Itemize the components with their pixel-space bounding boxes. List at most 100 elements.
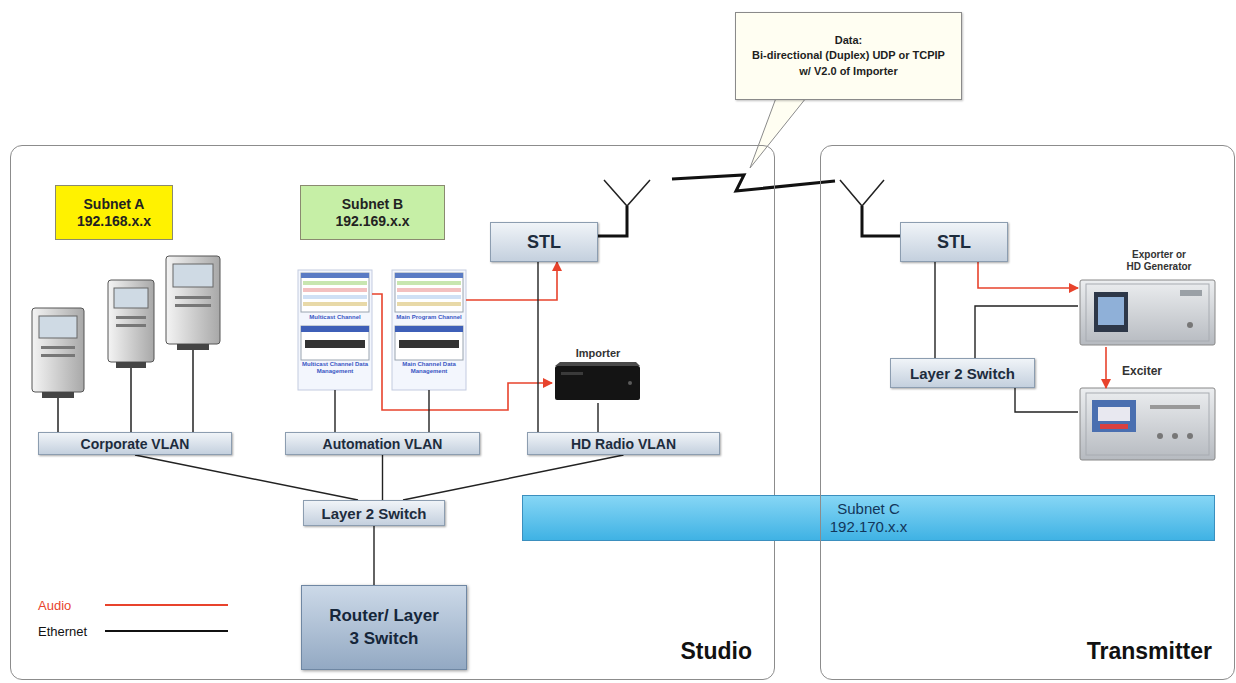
node-label: STL bbox=[527, 232, 561, 253]
ethernet-link bbox=[373, 526, 374, 585]
computer-screen bbox=[39, 316, 77, 338]
legend-label: Ethernet bbox=[38, 624, 104, 639]
screenshot-header bbox=[395, 326, 463, 332]
node-label: Exporter or HD Generator bbox=[1127, 249, 1192, 273]
transmitter-panel: TransmitterSTLExporter or HD GeneratorLa… bbox=[820, 145, 1235, 680]
computer-slot bbox=[41, 354, 75, 357]
node-label: Exciter bbox=[1122, 364, 1162, 378]
node-label: Multicast Channel Data Management bbox=[301, 361, 369, 375]
screenshot-header bbox=[301, 326, 369, 332]
studio-panel: Studio Subnet A192.168.x.x Subnet B192.169… bbox=[10, 145, 775, 680]
importer-device bbox=[555, 366, 640, 400]
computer-slot bbox=[116, 316, 146, 319]
device-screen bbox=[1094, 292, 1128, 332]
node-label: Main Channel Data Management bbox=[395, 361, 463, 375]
exciter-device bbox=[1080, 388, 1215, 460]
legend-row: Ethernet bbox=[38, 618, 230, 644]
node-label: Data: bbox=[835, 33, 863, 48]
screenshot-row bbox=[397, 281, 461, 285]
subnet-band: Subnet C192.170.x.x bbox=[522, 495, 1215, 541]
node-label: Automation VLAN bbox=[323, 436, 443, 452]
node-label: 192.170.x.x bbox=[830, 518, 908, 536]
screenshot-row bbox=[397, 302, 461, 306]
screen-frame bbox=[298, 270, 372, 390]
audio-link bbox=[466, 262, 557, 300]
ethernet-wire bbox=[57, 398, 59, 432]
importer-unit: Importer bbox=[552, 347, 644, 403]
computer-slot bbox=[116, 324, 146, 327]
node-label: Subnet A bbox=[84, 196, 145, 213]
node-label: HD Radio VLAN bbox=[571, 436, 676, 452]
ethernet-link bbox=[403, 455, 624, 500]
data-callout: Data:Bi-directional (Duplex) UDP or TCPI… bbox=[735, 12, 962, 100]
ethernet-wire bbox=[192, 350, 194, 432]
ethernet-link bbox=[428, 390, 429, 432]
ethernet-link bbox=[934, 262, 935, 358]
computer-slot bbox=[175, 296, 211, 299]
screenshot bbox=[395, 273, 463, 312]
device-screen bbox=[1100, 424, 1128, 429]
node-label: Multicast Channel bbox=[309, 314, 360, 321]
node-label: Studio bbox=[680, 638, 752, 665]
node-label: Main Program Channel bbox=[396, 314, 461, 321]
device-screen bbox=[1092, 400, 1136, 432]
ethernet-link bbox=[135, 455, 358, 500]
node-label: Layer 2 Switch bbox=[321, 505, 426, 522]
device-panel bbox=[1086, 393, 1209, 455]
computer-case bbox=[166, 256, 220, 344]
screenshot bbox=[301, 326, 369, 360]
screenshot-row bbox=[303, 295, 367, 299]
legend-label: Audio bbox=[38, 598, 104, 613]
stl-box: STL bbox=[900, 222, 1008, 262]
audio-link bbox=[1105, 347, 1107, 388]
computer-slot bbox=[175, 304, 211, 307]
node-label: Subnet B bbox=[342, 196, 403, 213]
device-screen bbox=[1098, 407, 1130, 421]
computer-screen bbox=[173, 264, 213, 287]
screenshot bbox=[301, 273, 369, 312]
automation-screen: Main Program ChannelMain Channel Data Ma… bbox=[392, 270, 466, 390]
audio-link bbox=[372, 294, 552, 410]
computer-case bbox=[32, 308, 84, 392]
device-detail bbox=[1187, 433, 1193, 439]
switch-box: Layer 2 Switch bbox=[303, 500, 445, 526]
exporter-unit: Exporter or HD Generator bbox=[1078, 249, 1218, 347]
vlan-bar: Corporate VLAN bbox=[38, 432, 232, 455]
screenshot-row bbox=[397, 288, 461, 292]
device-detail bbox=[1172, 433, 1178, 439]
node-label: STL bbox=[937, 232, 971, 253]
device-detail bbox=[1157, 433, 1163, 439]
node-label: 192.168.x.x bbox=[77, 213, 151, 230]
callout-pointer bbox=[750, 98, 806, 168]
screenshot-row bbox=[303, 288, 367, 292]
audio-link bbox=[978, 262, 1078, 288]
exciter-unit: Exciter bbox=[1078, 364, 1218, 460]
computer-screen bbox=[114, 288, 148, 308]
computer-foot bbox=[116, 362, 146, 368]
computer-foot bbox=[42, 392, 74, 398]
legend-sample bbox=[104, 602, 230, 608]
screenshot-bar bbox=[305, 340, 365, 348]
router-box: Router/ Layer 3 Switch bbox=[301, 585, 467, 670]
ethernet-wire bbox=[130, 368, 132, 432]
screenshot-header bbox=[395, 273, 463, 278]
device-top bbox=[555, 362, 640, 366]
legend-sample bbox=[104, 628, 230, 634]
screenshot-row bbox=[397, 295, 461, 299]
node-label: 192.169.x.x bbox=[336, 213, 410, 230]
ethernet-link bbox=[334, 390, 335, 432]
subnet-box: Subnet B192.169.x.x bbox=[300, 185, 445, 240]
ethernet-link bbox=[597, 403, 598, 432]
legend-line bbox=[105, 604, 228, 606]
antenna-symbol bbox=[840, 180, 884, 206]
vlan-bar: Automation VLAN bbox=[285, 432, 480, 455]
computer-foot bbox=[177, 344, 209, 350]
automation-screen: Multicast ChannelMulticast Channel Data … bbox=[298, 270, 372, 390]
node-label: Corporate VLAN bbox=[81, 436, 190, 452]
node-label: Transmitter bbox=[1087, 638, 1212, 665]
device-detail bbox=[1180, 290, 1202, 296]
